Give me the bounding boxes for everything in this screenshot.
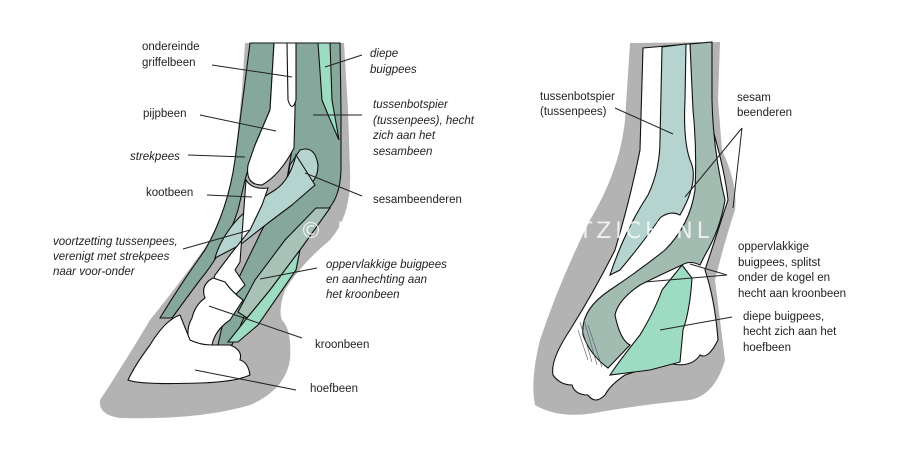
leader-line	[689, 263, 728, 276]
label-buigpees: buigpees	[370, 64, 417, 76]
label-pijpbeen: pijpbeen	[143, 108, 186, 120]
leader-line	[206, 194, 253, 198]
right-tussenbotspier	[609, 43, 694, 277]
leader-line	[304, 172, 363, 197]
label-voortzetting-2: verenigt met strekpees	[53, 251, 170, 263]
left-pijpbeen	[247, 42, 297, 186]
label-tussenbotspier-3: zich aan het	[372, 130, 436, 142]
label-r-tussenbotspier-1: tussenbotspier	[540, 91, 615, 103]
left-griffelbeen	[286, 42, 297, 108]
leader-line	[614, 107, 674, 135]
leader-line	[199, 114, 277, 132]
watermark: © RENEEVERBEELDTZICH.NL	[300, 219, 713, 244]
label-r-oppervlakkige-2: buigpees, splitst	[738, 257, 821, 269]
label-sesambeenderen: sesambeenderen	[373, 194, 462, 206]
leader-line	[208, 305, 303, 339]
label-oppervlakkige-2: en aanhechting aan	[326, 274, 427, 286]
leader-line	[187, 154, 246, 158]
label-griffelbeen: griffelbeen	[142, 57, 196, 69]
label-voortzetting-3: naar voor-onder	[53, 266, 136, 278]
right-hair-fibers	[577, 319, 603, 368]
left-diepe-buigpees	[317, 42, 340, 141]
right-leg-illustration	[533, 41, 736, 415]
left-labels: ondereinde griffelbeen diepe buigpees pi…	[53, 41, 475, 395]
leader-line	[182, 229, 251, 250]
label-tussenbotspier-1: tussenbotspier	[373, 99, 449, 111]
left-voortzetting	[214, 153, 316, 260]
right-oppervlakkige	[582, 41, 726, 369]
label-r-diepe-1: diepe buigpees,	[743, 311, 824, 323]
label-voortzetting-1: voortzetting tussenpees,	[53, 236, 178, 248]
label-hoefbeen: hoefbeen	[310, 383, 358, 395]
leader-line	[644, 274, 728, 283]
label-r-diepe-3: hoefbeen	[743, 342, 791, 354]
label-oppervlakkige-3: het kroonbeen	[326, 289, 400, 301]
label-r-diepe-2: hecht zich aan het	[743, 326, 837, 338]
label-kootbeen: kootbeen	[146, 187, 193, 199]
label-tussenbotspier-2: (tussenpees), hecht	[373, 115, 475, 127]
label-r-oppervlakkige-1: oppervlakkige	[738, 241, 809, 253]
label-r-oppervlakkige-3: onder de kogel en	[738, 272, 830, 284]
leader-line	[194, 369, 297, 391]
label-ondereinde: ondereinde	[142, 41, 200, 53]
label-diepe: diepe	[370, 48, 398, 60]
leader-line	[659, 316, 733, 331]
leader-line	[324, 54, 363, 68]
label-oppervlakkige-1: oppervlakkige buigpees	[326, 259, 447, 271]
label-r-sesam: sesam	[737, 92, 771, 104]
label-r-oppervlakkige-4: hecht aan kroonbeen	[738, 288, 846, 300]
right-diepe-buigpees	[608, 264, 693, 376]
left-oppervlakkige-green	[226, 249, 301, 343]
label-strekpees: strekpees	[130, 151, 180, 163]
leader-line	[259, 267, 318, 280]
label-r-beenderen: beenderen	[737, 107, 792, 119]
label-kroonbeen: kroonbeen	[315, 339, 369, 351]
left-hoefbeen	[127, 314, 251, 385]
leader-line	[684, 127, 743, 198]
label-r-tussenbotspier-2: (tussenpees)	[540, 106, 607, 118]
right-labels: tussenbotspier (tussenpees) sesam beende…	[540, 91, 846, 354]
label-tussenbotspier-4: sesambeen	[373, 146, 432, 158]
leader-line	[732, 127, 743, 209]
leader-line	[211, 64, 293, 78]
left-leg-illustration	[99, 42, 351, 419]
